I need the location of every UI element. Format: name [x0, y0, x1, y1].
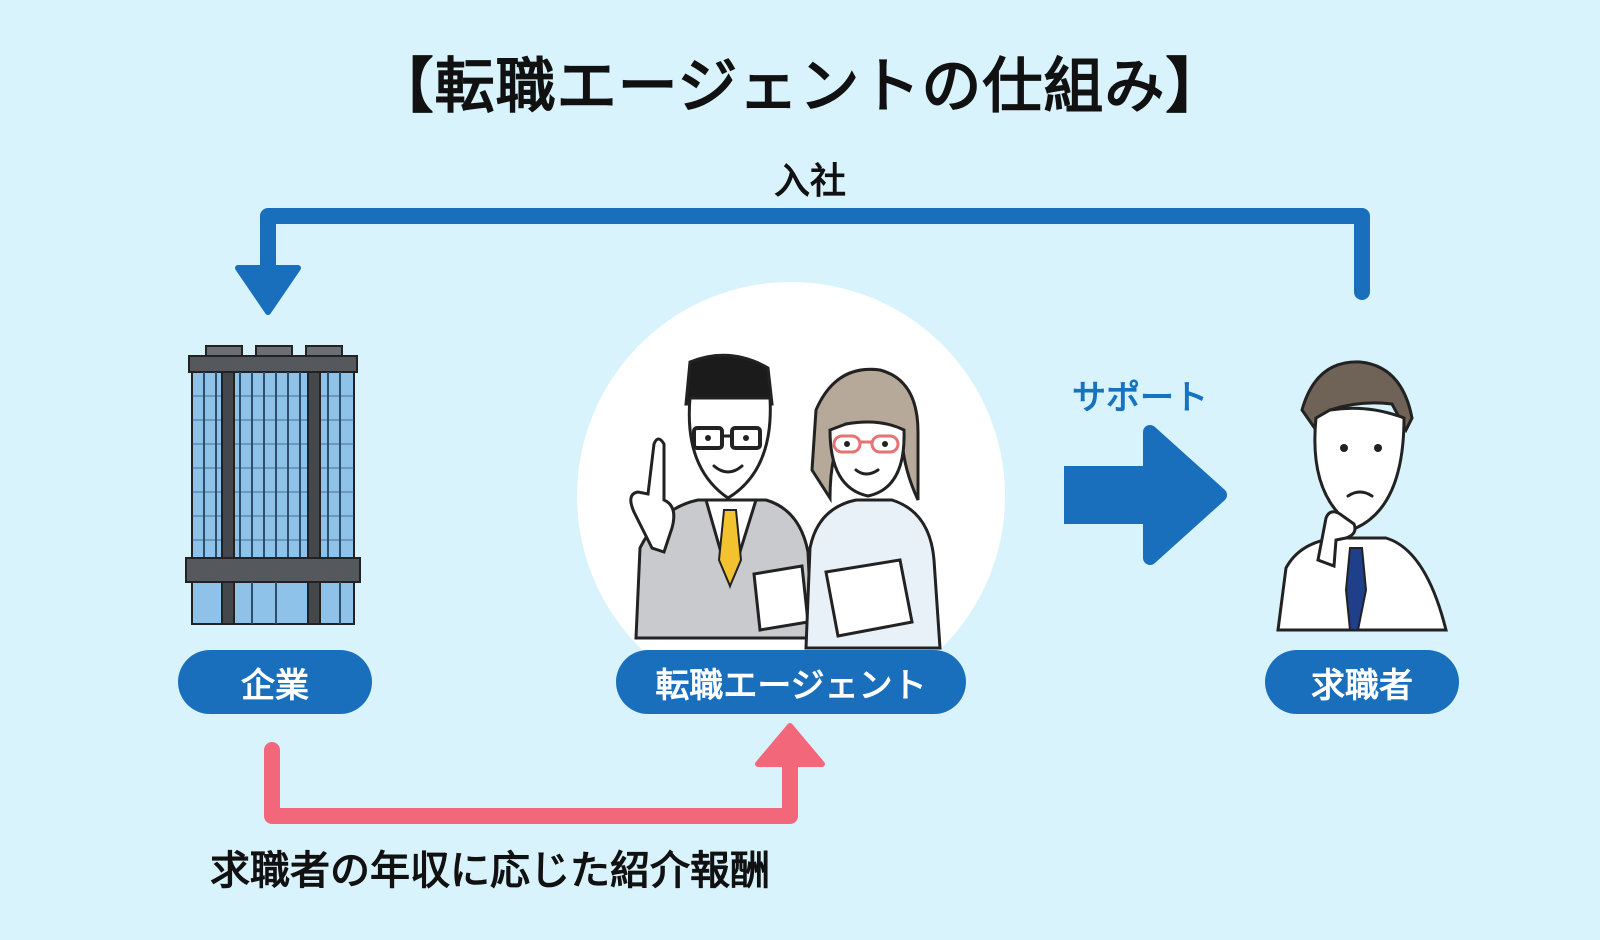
male-agent-illustration	[629, 353, 814, 640]
job-seeker-illustration	[1276, 360, 1448, 632]
fee-arrow	[264, 723, 825, 824]
seeker-node-label: 求職者	[1265, 650, 1459, 714]
company-building-icon	[185, 345, 361, 625]
company-node-label: 企業	[178, 650, 372, 714]
female-agent-illustration	[804, 367, 942, 650]
join-arrow	[235, 208, 1370, 315]
agent-node-label: 転職エージェント	[616, 650, 966, 714]
support-label: サポート	[1072, 378, 1208, 418]
join-label: 入社	[773, 161, 846, 202]
support-arrow	[1064, 425, 1227, 565]
fee-label: 求職者の年収に応じた紹介報酬	[210, 848, 770, 894]
diagram-title: 【転職エージェントの仕組み】	[373, 52, 1227, 122]
